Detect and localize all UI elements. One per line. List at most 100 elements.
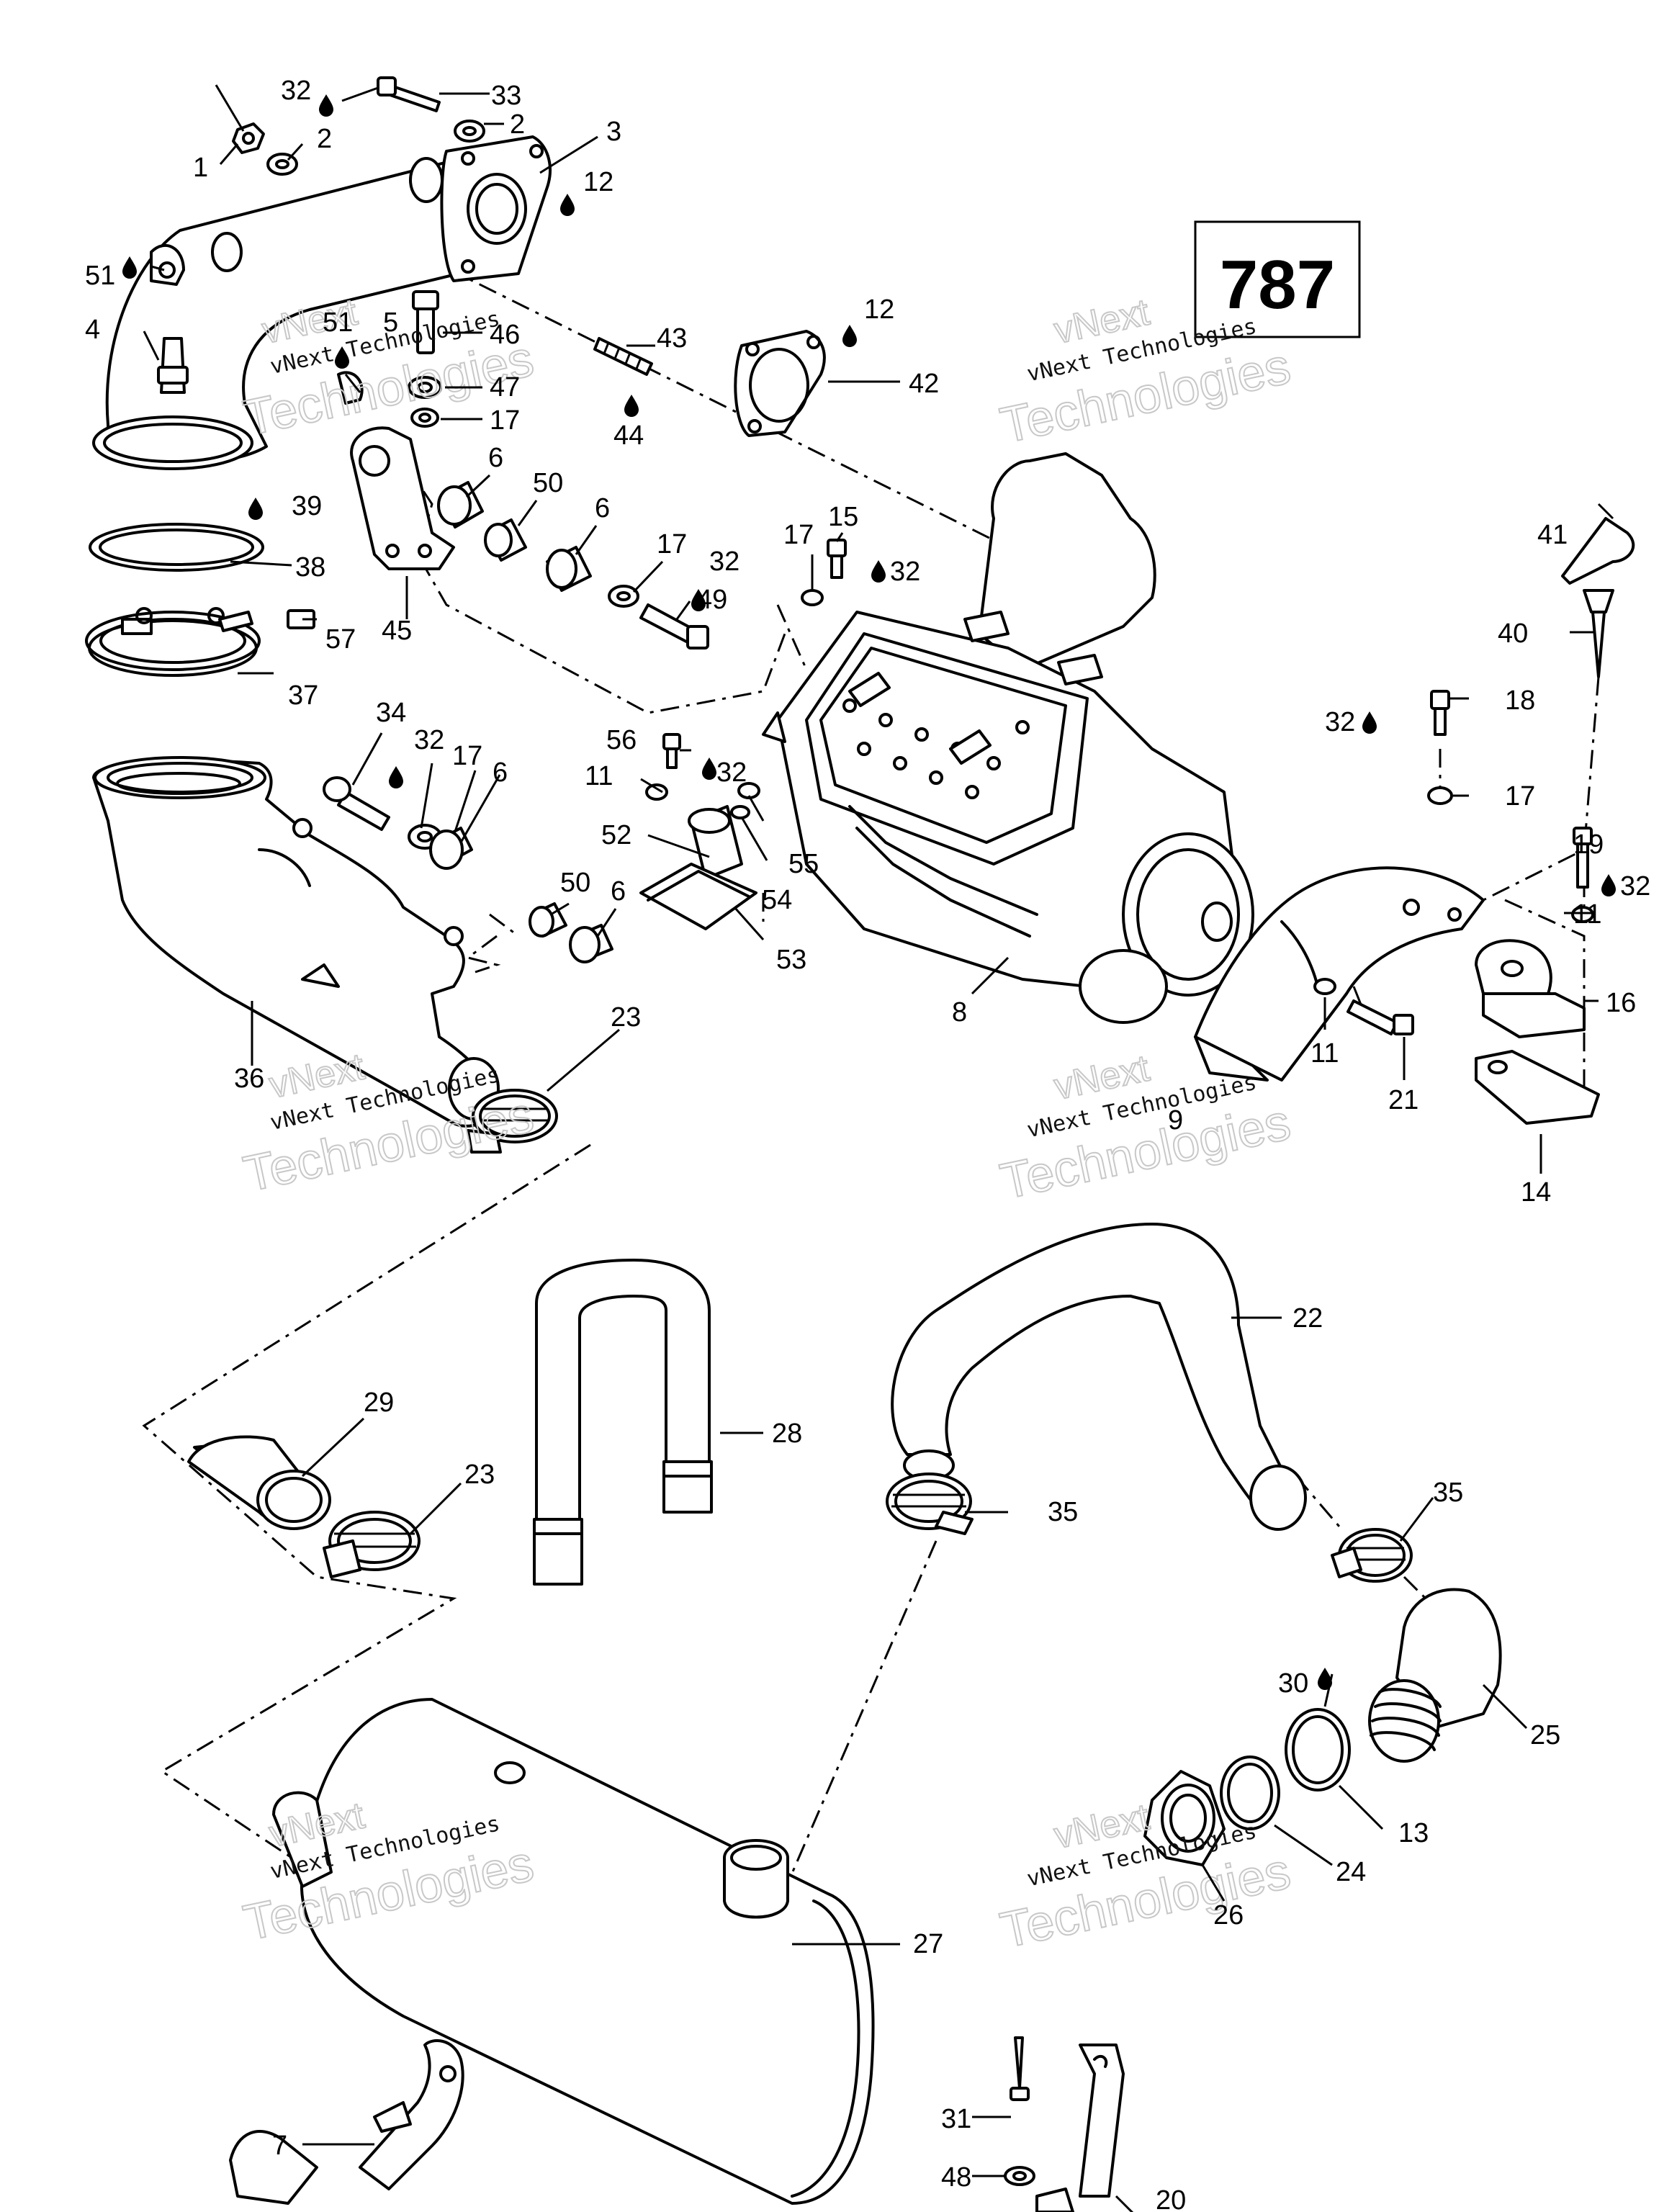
- outlet-fitting-25: [1143, 1588, 1502, 1866]
- drop-icon: [248, 498, 263, 520]
- callout-36: 36: [234, 1064, 264, 1094]
- callout-54: 54: [762, 885, 792, 915]
- studs-and-fittings: [157, 290, 653, 428]
- callout-6: 6: [493, 757, 508, 788]
- callout-11: 11: [1573, 899, 1601, 930]
- drop-icon: [319, 94, 333, 117]
- callout-44: 44: [613, 421, 644, 451]
- callout-32: 32: [709, 547, 739, 577]
- callout-11: 11: [1310, 1038, 1339, 1069]
- callout-26: 26: [1213, 1900, 1244, 1930]
- washer-11-bolt-21: [1313, 978, 1414, 1035]
- callout-20: 20: [1156, 2185, 1186, 2212]
- callout-37: 37: [288, 680, 318, 711]
- callout-6: 6: [595, 493, 610, 523]
- rivet-31-washer-48: [1004, 2036, 1035, 2186]
- callout-3: 3: [606, 117, 621, 147]
- callout-7: 7: [272, 2131, 287, 2161]
- callout-2: 2: [510, 109, 525, 140]
- callout-6: 6: [488, 443, 503, 473]
- page-number: 787: [1220, 246, 1335, 323]
- callout-46: 46: [490, 320, 520, 350]
- callout-17: 17: [452, 741, 482, 771]
- callout-32: 32: [1325, 707, 1355, 737]
- callout-40: 40: [1498, 619, 1528, 649]
- spacer-50-6: [529, 902, 613, 963]
- nut-and-washers: [232, 76, 485, 176]
- callout-22: 22: [1292, 1303, 1323, 1334]
- part-callouts: 1 2 2 32 33 3 12 51 4 51 5 46 47 17 43 4…: [85, 76, 1650, 2212]
- callout-51: 51: [85, 261, 115, 291]
- bolt-34-group: [323, 776, 473, 870]
- callout-47: 47: [490, 372, 520, 403]
- callout-32: 32: [1620, 871, 1650, 902]
- clamp-23-upper: [467, 1089, 558, 1154]
- callout-32: 32: [281, 76, 311, 106]
- expansion-chamber-8: [762, 452, 1254, 1024]
- callout-45: 45: [382, 616, 412, 646]
- callout-4: 4: [85, 315, 100, 345]
- callout-29: 29: [364, 1388, 394, 1418]
- drop-icon: [624, 395, 639, 417]
- callout-17: 17: [657, 529, 687, 559]
- bracket-20: [1035, 2044, 1125, 2212]
- drop-icon: [1601, 874, 1616, 896]
- callout-2: 2: [317, 124, 332, 154]
- callout-21: 21: [1388, 1085, 1419, 1115]
- callout-6: 6: [611, 876, 626, 907]
- callout-57: 57: [325, 624, 356, 655]
- callout-31: 31: [941, 2104, 971, 2134]
- drop-icon: [1362, 711, 1377, 734]
- callout-8: 8: [952, 997, 967, 1028]
- callout-35: 35: [1048, 1497, 1078, 1527]
- callout-41: 41: [1537, 520, 1568, 550]
- callout-27: 27: [913, 1929, 943, 1959]
- callout-52: 52: [601, 820, 631, 850]
- callout-32: 32: [414, 725, 444, 755]
- heat-shield-9: [1194, 866, 1485, 1082]
- callout-38: 38: [295, 552, 325, 583]
- callout-23: 23: [464, 1460, 495, 1490]
- clamp-23-lower: [323, 1511, 421, 1578]
- gasket-42: [734, 330, 826, 437]
- callout-24: 24: [1336, 1857, 1366, 1887]
- leader-lines: [143, 84, 1614, 2212]
- drop-icon: [122, 256, 137, 279]
- callout-42: 42: [909, 369, 939, 399]
- callout-53: 53: [776, 945, 806, 975]
- drop-icon: [389, 766, 403, 788]
- strap-7: [229, 2039, 464, 2205]
- drop-icon: [842, 325, 857, 347]
- rubber-mount-52-53: [639, 733, 760, 930]
- drop-icon: [560, 194, 575, 216]
- callout-33: 33: [491, 81, 521, 111]
- gasket-and-clamp: [85, 523, 315, 677]
- bolts-18-19-washers: [1427, 690, 1594, 923]
- callout-50: 50: [560, 868, 590, 898]
- page-number-box: 787: [1194, 220, 1361, 338]
- callout-5: 5: [383, 307, 398, 338]
- callout-25: 25: [1530, 1720, 1560, 1750]
- callout-15: 15: [828, 502, 858, 532]
- callout-1: 1: [193, 153, 208, 183]
- bracket-45: [350, 426, 455, 570]
- sleeve-29: [187, 1435, 331, 1530]
- callout-12: 12: [583, 167, 613, 197]
- callout-16: 16: [1606, 988, 1636, 1018]
- screw-40-tie-41: [1561, 517, 1635, 678]
- callout-30: 30: [1278, 1668, 1308, 1699]
- callout-32: 32: [716, 757, 747, 788]
- callout-56: 56: [606, 725, 637, 755]
- muffler-27: [272, 1698, 875, 2205]
- callout-39: 39: [292, 491, 322, 521]
- callout-51: 51: [323, 307, 353, 338]
- callout-35: 35: [1433, 1478, 1463, 1508]
- callout-32: 32: [890, 557, 920, 587]
- callout-48: 48: [941, 2162, 971, 2193]
- hose-22: [891, 1223, 1307, 1531]
- drop-icon: [1318, 1668, 1332, 1690]
- callout-17: 17: [490, 405, 520, 436]
- callout-14: 14: [1521, 1177, 1551, 1208]
- callout-12: 12: [864, 295, 894, 325]
